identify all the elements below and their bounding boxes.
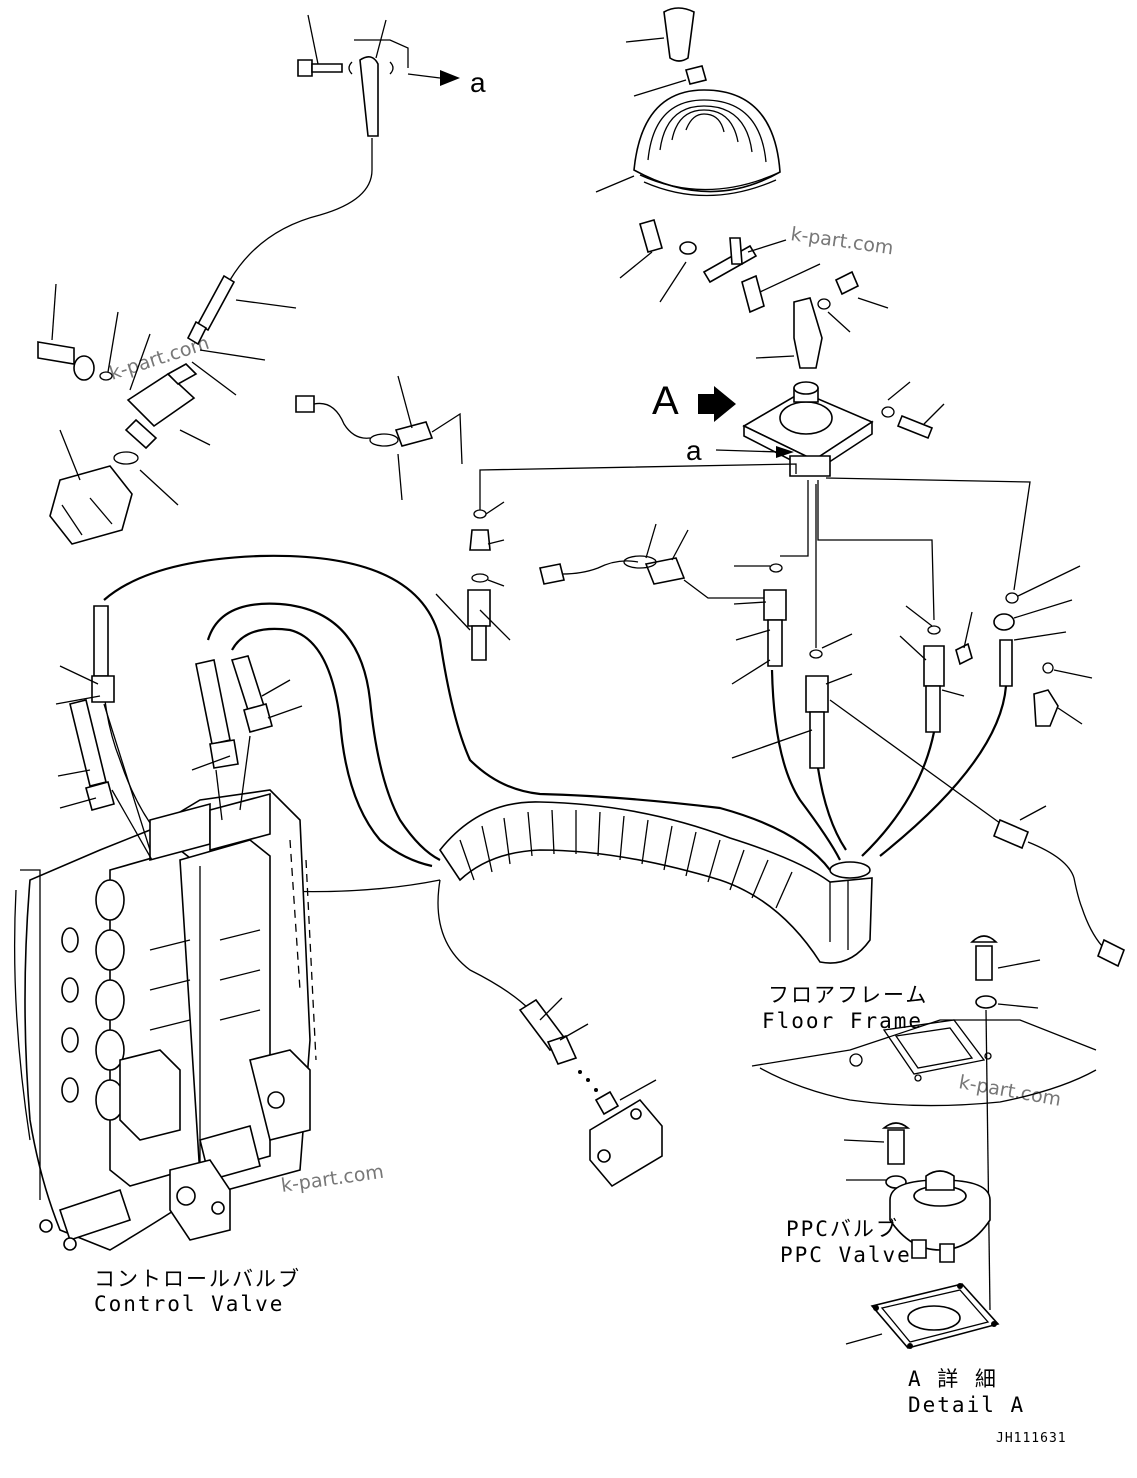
reference-letter-a: a (470, 67, 486, 98)
ppc-valve-label-en: PPC Valve (780, 1243, 912, 1267)
hose-bundle (101, 554, 1008, 1011)
lower-hose-fitting (518, 997, 663, 1188)
watermark: k-part.com (789, 223, 895, 259)
detail-a-plate (845, 1283, 1000, 1349)
floor-frame-drawing (751, 935, 1097, 1311)
hose-clamp-assembly (186, 14, 460, 346)
detail-a-label-jp: A 詳 細 (908, 1367, 998, 1391)
ppc-valve-top (742, 381, 874, 477)
ppc-lever-assembly (595, 7, 945, 440)
floor-frame-label-jp: フロアフレーム (768, 983, 928, 1007)
left-hose-ends (55, 605, 303, 811)
control-valve-label-jp: コントロールバルブ (94, 1267, 301, 1291)
right-pressure-switch (829, 699, 1126, 968)
control-valve-label-en: Control Valve (94, 1292, 284, 1316)
pressure-sensor-connector (539, 523, 766, 599)
pressure-switch-assembly (37, 283, 266, 545)
hose-fittings (435, 501, 1093, 769)
view-arrow (698, 386, 736, 422)
floor-frame-label-en: Floor Frame (762, 1009, 923, 1033)
pilot-port-leader-lines (479, 463, 1031, 648)
drawing-code: JH111631 (996, 1431, 1067, 1446)
watermark: k-part.com (957, 1071, 1063, 1111)
control-valve-drawing (13, 703, 317, 1251)
ppc-valve-drawing (843, 1122, 991, 1263)
ppc-valve-label-jp: PPCバルブ (786, 1217, 899, 1241)
view-arrow-letter: A (652, 379, 679, 423)
detail-a-label-en: Detail A (908, 1393, 1025, 1417)
reference-letter-a: a (686, 435, 702, 466)
pressure-sensor-connector (295, 375, 463, 501)
